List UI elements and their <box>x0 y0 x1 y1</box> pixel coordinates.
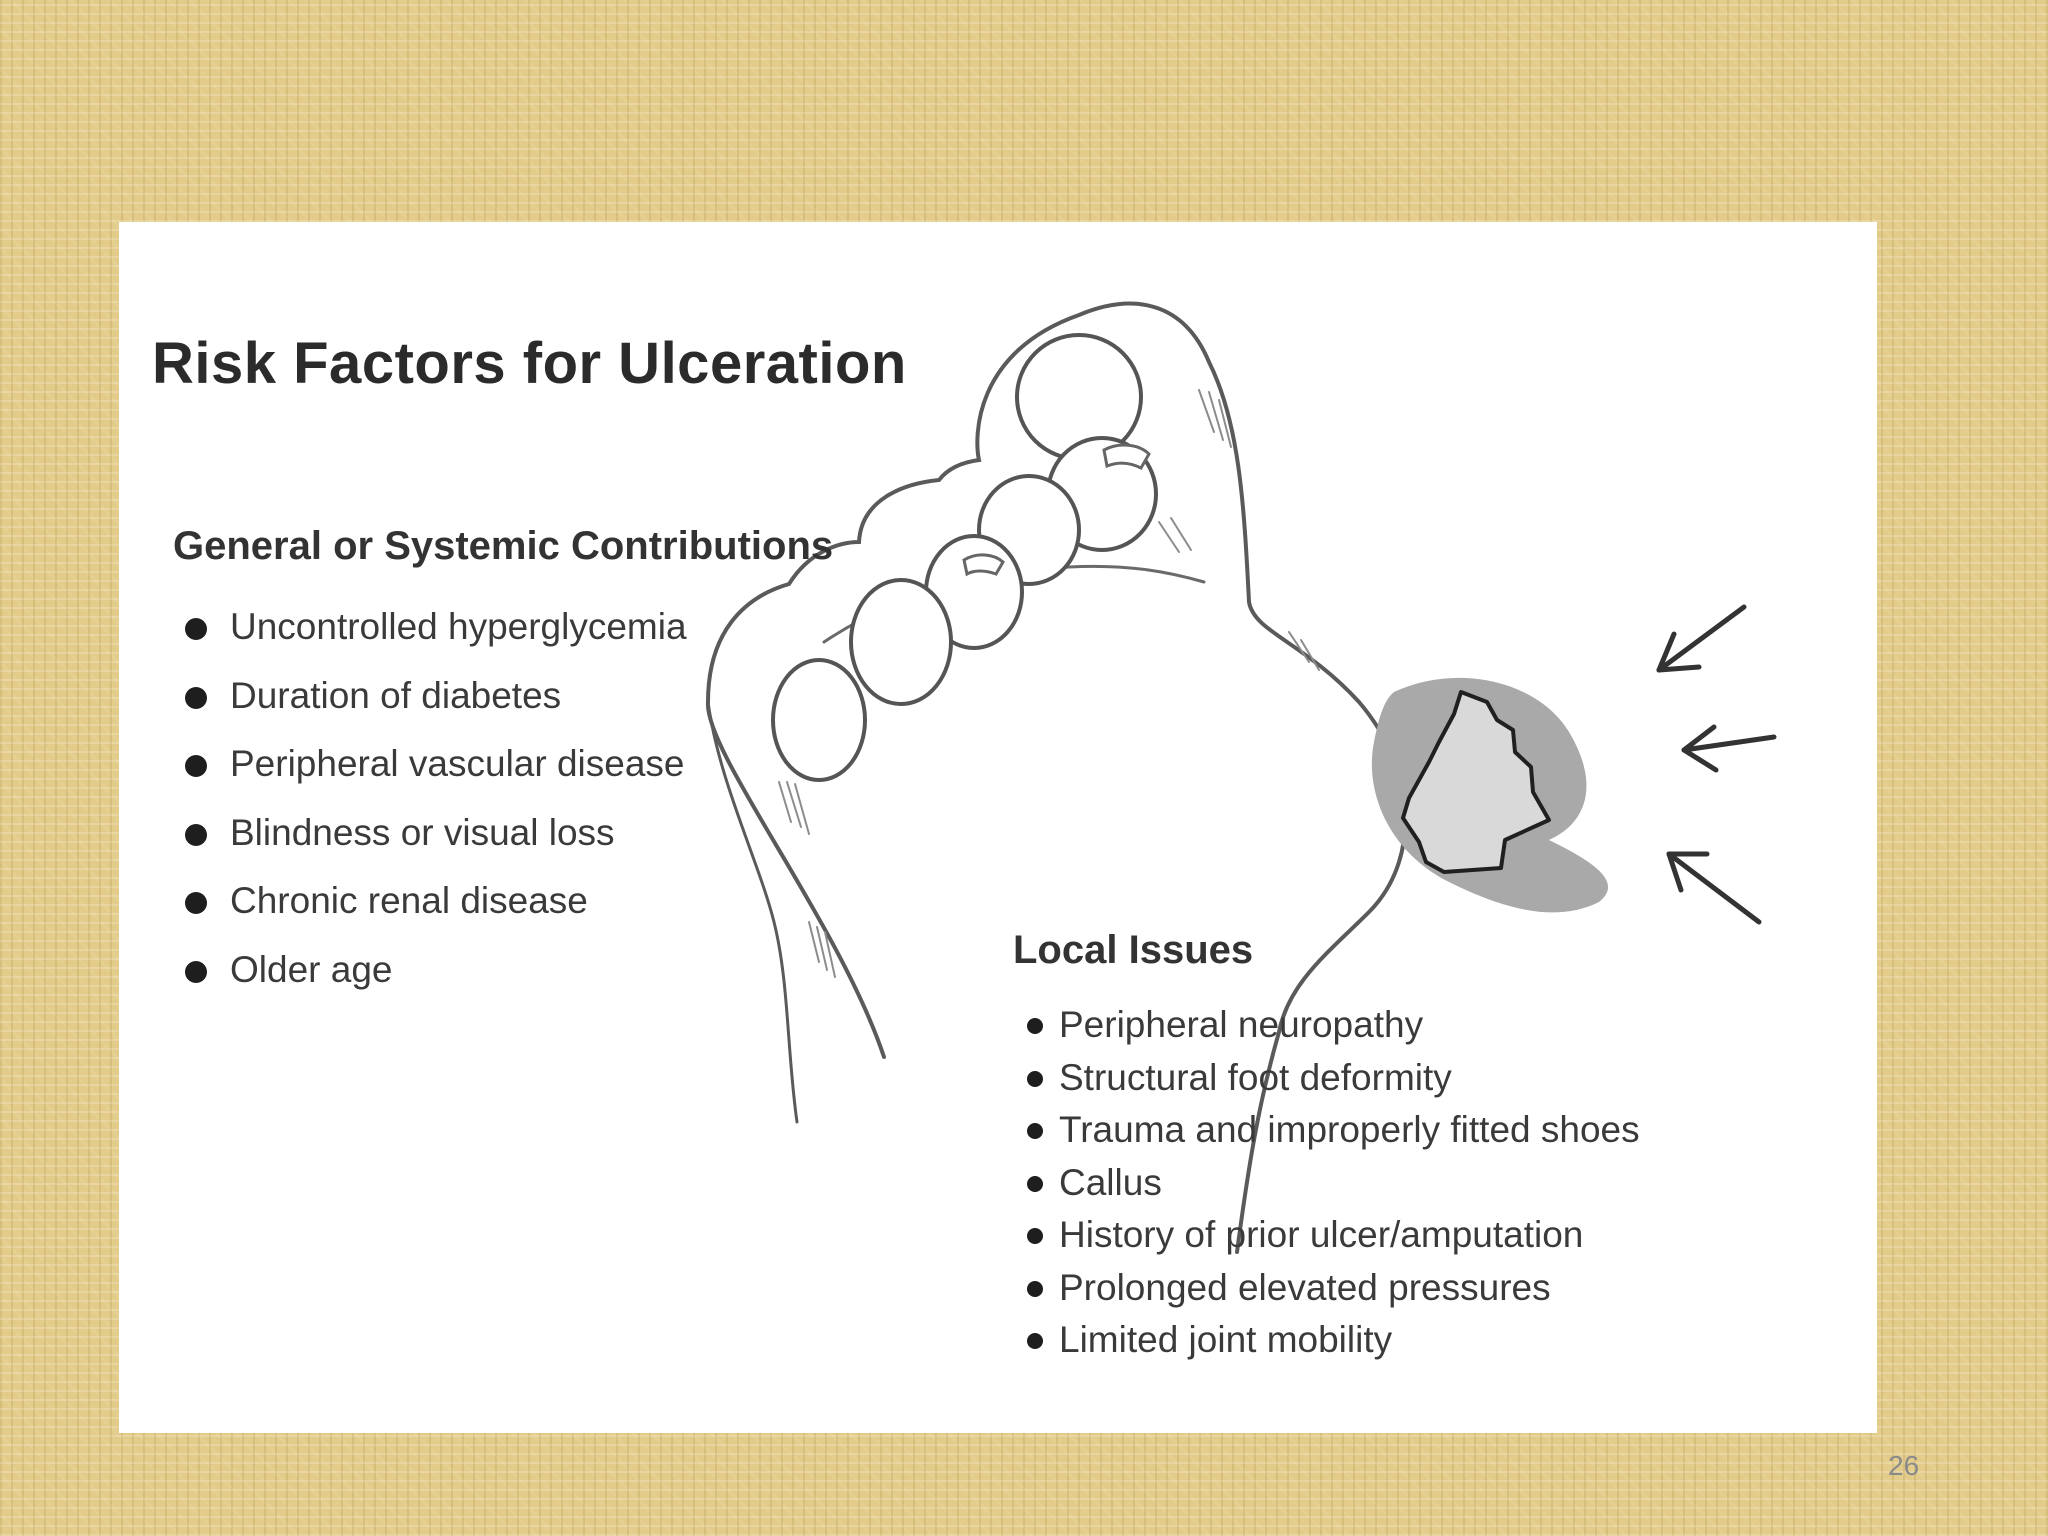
list-item: Duration of diabetes <box>185 675 687 744</box>
slide-content-panel: Risk Factors for Ulceration General or S… <box>119 222 1877 1433</box>
general-contributions-list: Uncontrolled hyperglycemia Duration of d… <box>185 606 687 1017</box>
list-item-text: Peripheral neuropathy <box>1059 1004 1424 1045</box>
toenail-2 <box>962 553 1005 577</box>
list-item-text: History of prior ulcer/amputation <box>1059 1214 1584 1255</box>
list-item-text: Prolonged elevated pressures <box>1059 1266 1551 1308</box>
list-item: Peripheral vascular disease <box>185 743 687 812</box>
bullet-icon <box>185 892 207 914</box>
list-item: Structural foot deformity <box>1027 1057 1640 1110</box>
local-issues-list: Peripheral neuropathy Structural foot de… <box>1027 1004 1640 1372</box>
bullet-icon <box>185 686 207 709</box>
list-item: Callus <box>1027 1162 1640 1215</box>
list-item: Peripheral neuropathy <box>1027 1004 1640 1057</box>
list-item: Blindness or visual loss <box>185 812 687 881</box>
list-item: Chronic renal disease <box>185 880 687 949</box>
foot-sole-outline <box>705 301 1408 1254</box>
list-item-text: Structural foot deformity <box>1059 1056 1452 1098</box>
general-contributions-heading: General or Systemic Contributions <box>173 524 834 568</box>
bullet-icon <box>1027 1333 1043 1349</box>
foot-lateral-edge <box>706 700 799 1124</box>
pressure-arrow-bottom <box>1666 851 1762 925</box>
list-item: Prolonged elevated pressures <box>1027 1267 1640 1320</box>
bullet-icon <box>1027 1280 1043 1297</box>
local-issues-heading: Local Issues <box>1013 928 1254 972</box>
list-item-text: Callus <box>1059 1161 1162 1203</box>
slide-title: Risk Factors for Ulceration <box>152 331 907 396</box>
list-item-text: Duration of diabetes <box>230 674 562 716</box>
bullet-icon <box>1027 1175 1043 1192</box>
bullet-icon <box>1027 1070 1043 1087</box>
list-item-text: Trauma and improperly fitted shoes <box>1059 1109 1640 1150</box>
list-item-text: Chronic renal disease <box>230 880 588 921</box>
list-item: Uncontrolled hyperglycemia <box>185 606 687 675</box>
slide-number: 26 <box>1888 1450 1920 1481</box>
list-item: Older age <box>185 949 687 1018</box>
list-item-text: Older age <box>230 948 393 990</box>
bullet-icon <box>1027 1228 1043 1244</box>
bullet-icon <box>185 755 207 777</box>
bullet-icon <box>185 960 207 983</box>
list-item: History of prior ulcer/amputation <box>1027 1214 1640 1267</box>
list-item-text: Limited joint mobility <box>1059 1319 1393 1360</box>
list-item: Limited joint mobility <box>1027 1319 1640 1372</box>
toenail-1 <box>1102 443 1151 470</box>
list-item-text: Peripheral vascular disease <box>230 743 685 784</box>
bullet-icon <box>1027 1123 1043 1139</box>
list-item-text: Blindness or visual loss <box>230 811 615 853</box>
pressure-arrow-middle <box>1681 724 1777 773</box>
toe-5 <box>849 578 953 706</box>
list-item-text: Uncontrolled hyperglycemia <box>230 606 687 647</box>
bullet-icon <box>185 823 207 846</box>
list-item: Trauma and improperly fitted shoes <box>1027 1109 1640 1162</box>
pressure-arrow-top <box>1656 604 1747 673</box>
pressure-arrows <box>1656 604 1777 925</box>
toe-6 <box>771 658 867 782</box>
bullet-icon <box>185 618 207 640</box>
foot-illustration <box>705 301 1777 1254</box>
bullet-icon <box>1027 1018 1043 1034</box>
foot-shading <box>778 389 1320 978</box>
ulcer-inner-region <box>1401 690 1551 874</box>
